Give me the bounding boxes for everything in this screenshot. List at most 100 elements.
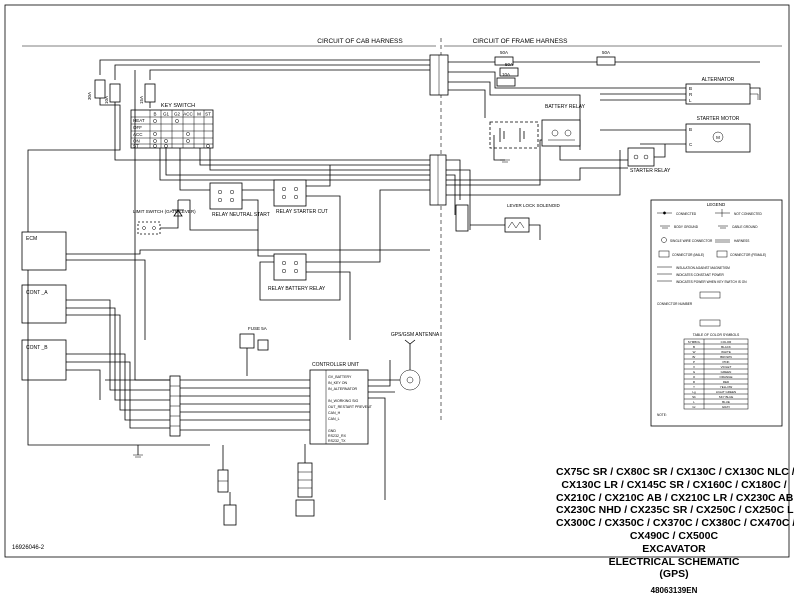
svg-text:STARTER MOTOR: STARTER MOTOR xyxy=(697,116,740,122)
svg-text:RELAY BATTERY RELAY: RELAY BATTERY RELAY xyxy=(268,286,326,292)
lever-lock-solenoid: LEVER LOCK SOLENOID xyxy=(470,203,561,240)
svg-text:IN_ALTERNATOR: IN_ALTERNATOR xyxy=(328,387,358,391)
svg-text:CONT _A: CONT _A xyxy=(26,290,48,296)
svg-text:15A: 15A xyxy=(139,96,144,104)
svg-text:B: B xyxy=(689,86,692,91)
color-symbol-cell: LIGHT GREEN xyxy=(716,390,736,394)
svg-text:CONTROLLER UNIT: CONTROLLER UNIT xyxy=(312,362,359,368)
svg-text:10A: 10A xyxy=(104,96,109,104)
model-line: CX130C LR / CX145C SR / CX160C / CX180C … xyxy=(561,478,787,491)
svg-text:ON: ON xyxy=(133,139,140,144)
frame-harness-label: CIRCUIT OF FRAME HARNESS xyxy=(473,38,569,45)
model-line: CX210C / CX210C AB / CX210C LR / CX230C … xyxy=(556,491,794,504)
svg-text:IN_KEY ON: IN_KEY ON xyxy=(328,381,348,385)
fuse-15a: 15A xyxy=(139,83,156,104)
svg-text:L: L xyxy=(689,98,692,103)
svg-text:COLOR: COLOR xyxy=(721,340,733,344)
svg-text:50A: 50A xyxy=(602,50,610,55)
color-symbol-cell: O xyxy=(693,375,696,379)
fuse-30a: 30A xyxy=(87,79,106,100)
color-symbol-cell: GRAY xyxy=(722,405,730,409)
svg-text:GND: GND xyxy=(328,429,336,433)
fuse-10a: 10A xyxy=(104,83,121,104)
svg-text:CONNECTOR (MALE): CONNECTOR (MALE) xyxy=(672,253,704,257)
color-symbol-cell: ORANGE xyxy=(719,375,732,379)
svg-text:50A: 50A xyxy=(500,50,508,55)
relay-starter-cut: RELAY STARTER CUT xyxy=(273,179,328,215)
cab-harness-label: CIRCUIT OF CAB HARNESS xyxy=(317,38,403,45)
fuse-5a: FUSE 5A xyxy=(239,326,269,376)
ecm-box: ECM xyxy=(21,231,430,340)
svg-text:ACC: ACC xyxy=(133,132,143,137)
svg-text:50A: 50A xyxy=(505,62,513,67)
color-symbol-cell: SKY BLUE xyxy=(719,395,734,399)
svg-text:OUT_RESTART PREVENT: OUT_RESTART PREVENT xyxy=(328,405,373,409)
svg-text:M: M xyxy=(716,135,720,140)
harness-connector-stack xyxy=(169,375,310,437)
key-switch-wiring xyxy=(27,98,621,232)
svg-text:CABLE GROUND: CABLE GROUND xyxy=(732,225,758,229)
svg-text:ST: ST xyxy=(205,112,211,117)
svg-text:G1: G1 xyxy=(163,112,170,117)
svg-text:ALTERNATOR: ALTERNATOR xyxy=(702,77,735,83)
svg-text:CONNECTED: CONNECTED xyxy=(676,212,697,216)
svg-text:GPS/GSM ANTENNA: GPS/GSM ANTENNA xyxy=(391,332,440,338)
title-block: CX75C SR / CX80C SR / CX130C / CX130C NL… xyxy=(556,466,794,598)
limit-switch: LIMIT SWITCH (GATE LEVER) xyxy=(133,200,196,235)
color-symbol-cell: RED xyxy=(723,380,730,384)
color-symbol-cell: Gr xyxy=(692,405,695,409)
color-symbol-cell: R xyxy=(693,380,696,384)
color-symbol-cell: Lg xyxy=(692,390,696,394)
color-symbol-cell: Br xyxy=(693,355,696,359)
svg-text:HARNESS: HARNESS xyxy=(734,239,749,243)
svg-text:IN_WORKING SIG: IN_WORKING SIG xyxy=(328,399,359,403)
color-symbol-cell: BLACK xyxy=(721,345,731,349)
color-symbol-cell: Sb xyxy=(692,395,696,399)
svg-text:NOT CONNECTED: NOT CONNECTED xyxy=(734,212,762,216)
svg-text:CONNECTOR NUMBER: CONNECTOR NUMBER xyxy=(657,302,693,306)
svg-text:RELAY NEUTRAL START: RELAY NEUTRAL START xyxy=(212,212,270,218)
starter-motor: STARTER MOTOR B C M xyxy=(600,116,751,153)
legend: LEGEND CONNECTED NOT CONNECTED BODY GROU… xyxy=(650,199,783,427)
svg-text:INSULATION AGAINST MAGNETISM: INSULATION AGAINST MAGNETISM xyxy=(676,266,730,270)
starter-relay: STARTER RELAY xyxy=(627,147,671,174)
color-symbol-cell: P xyxy=(693,360,695,364)
sheet-border xyxy=(4,4,790,558)
svg-text:B: B xyxy=(689,127,692,132)
machine-type: EXCAVATOR xyxy=(642,542,706,555)
svg-text:CAN_H: CAN_H xyxy=(328,411,341,415)
svg-text:NOTE:: NOTE: xyxy=(657,413,667,417)
svg-text:OFF: OFF xyxy=(133,125,142,130)
key-switch: KEY SWITCH B G1 G2 ACC M ST HEAT OFF ACC… xyxy=(130,103,214,149)
svg-text:RELAY STARTER CUT: RELAY STARTER CUT xyxy=(276,209,328,215)
svg-text:FUSE 5A: FUSE 5A xyxy=(248,326,267,331)
power-bus xyxy=(99,59,761,150)
svg-text:TABLE OF COLOR SYMBOLS: TABLE OF COLOR SYMBOLS xyxy=(693,333,740,337)
svg-text:30A: 30A xyxy=(87,92,92,100)
color-symbol-cell: B xyxy=(693,345,695,349)
color-symbol-cell: G xyxy=(693,370,696,374)
svg-text:SYMBOL: SYMBOL xyxy=(688,340,701,344)
relay-wiring xyxy=(178,165,430,340)
color-symbol-cell: PINK xyxy=(722,360,729,364)
svg-text:ECM: ECM xyxy=(26,236,37,242)
color-symbol-cell: YELLOW xyxy=(720,385,733,389)
svg-text:G2: G2 xyxy=(174,112,181,117)
svg-text:SINGLE WIRE CONNECTOR: SINGLE WIRE CONNECTOR xyxy=(670,239,713,243)
model-line: CX490C / CX500C xyxy=(629,529,719,542)
document-number: 48063139EN xyxy=(650,586,698,596)
gps-gsm-antenna: GPS/GSM ANTENNA xyxy=(391,332,440,391)
svg-text:ACC: ACC xyxy=(183,112,193,117)
legend-title: LEGEND xyxy=(707,202,726,207)
svg-text:ST: ST xyxy=(133,144,139,149)
fuse-10a-2: 10A xyxy=(496,72,516,87)
fuse-50a-1: 50A xyxy=(494,50,514,66)
svg-text:BODY GROUND: BODY GROUND xyxy=(674,225,699,229)
batteries xyxy=(489,121,539,163)
color-symbol-cell: BROWN xyxy=(720,355,732,359)
controller-feed-wiring xyxy=(27,70,210,458)
cab-frame-connector-top xyxy=(429,54,449,96)
svg-text:HEAT: HEAT xyxy=(133,118,145,123)
svg-text:RS232_TX: RS232_TX xyxy=(328,439,346,443)
